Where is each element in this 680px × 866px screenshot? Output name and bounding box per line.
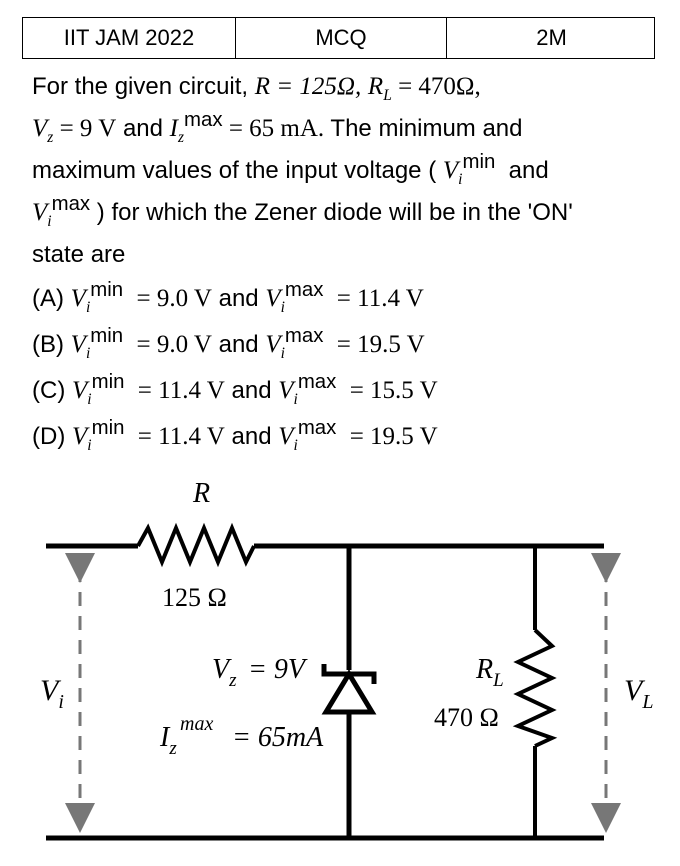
- header-table: IIT JAM 2022 MCQ 2M: [22, 17, 655, 59]
- question-line-2: Vz = 9 V and Izmax = 65 mA. The minimum …: [32, 108, 523, 146]
- zener-bar: [321, 664, 377, 684]
- option-c[interactable]: (C) Vimin = 11.4 V and Vimax = 15.5 V: [32, 370, 438, 408]
- resistor-r-symbol: [136, 522, 256, 568]
- vi-label: Vi: [40, 674, 64, 713]
- question-line-1: For the given circuit, R = 125Ω, RL = 47…: [32, 73, 481, 104]
- marks-cell: 2M: [536, 25, 567, 50]
- vz-value: = 9V: [248, 654, 308, 685]
- option-b[interactable]: (B) Vimin = 9.0 V and Vimax = 19.5 V: [32, 324, 425, 362]
- resistor-rl-symbol: [512, 628, 558, 748]
- rl-value: 470 Ω: [434, 703, 499, 732]
- question-text: For the given circuit, R = 125Ω, RL = 47…: [32, 66, 662, 460]
- iz-equation: = 65 mA.: [222, 115, 325, 142]
- r-equation: R = 125Ω,: [254, 73, 362, 100]
- exam-cell: IIT JAM 2022: [23, 18, 236, 58]
- iz-sup: max: [180, 713, 213, 735]
- question-line-5: state are: [32, 241, 126, 268]
- zener-diode-symbol: [321, 669, 377, 715]
- r-value: 125 Ω: [162, 583, 227, 612]
- question-line-4: Vimax ) for which the Zener diode will b…: [32, 192, 573, 230]
- option-d[interactable]: (D) Vimin = 11.4 V and Vimax = 19.5 V: [32, 416, 438, 454]
- vz-symbol: Vz: [212, 654, 237, 691]
- type-cell: MCQ: [236, 18, 447, 58]
- question-line-3: maximum values of the input voltage ( Vi…: [32, 150, 549, 188]
- vl-label: VL: [624, 674, 653, 713]
- iz-symbol: Iz: [159, 722, 177, 759]
- options-list: (A) Vimin = 9.0 V and Vimax = 11.4 V (B)…: [32, 276, 662, 460]
- r-label: R: [192, 478, 210, 509]
- rl-symbol: RL: [475, 654, 504, 691]
- rl-equation: = 470Ω,: [391, 73, 481, 100]
- option-a[interactable]: (A) Vimin = 9.0 V and Vimax = 11.4 V: [32, 278, 424, 316]
- zener-circuit-diagram: R 125 Ω Vz = 9V Iz max = 65mA RL 470 Ω V…: [40, 478, 653, 841]
- vz-equation: = 9 V: [53, 115, 117, 142]
- iz-value: = 65mA: [232, 722, 324, 753]
